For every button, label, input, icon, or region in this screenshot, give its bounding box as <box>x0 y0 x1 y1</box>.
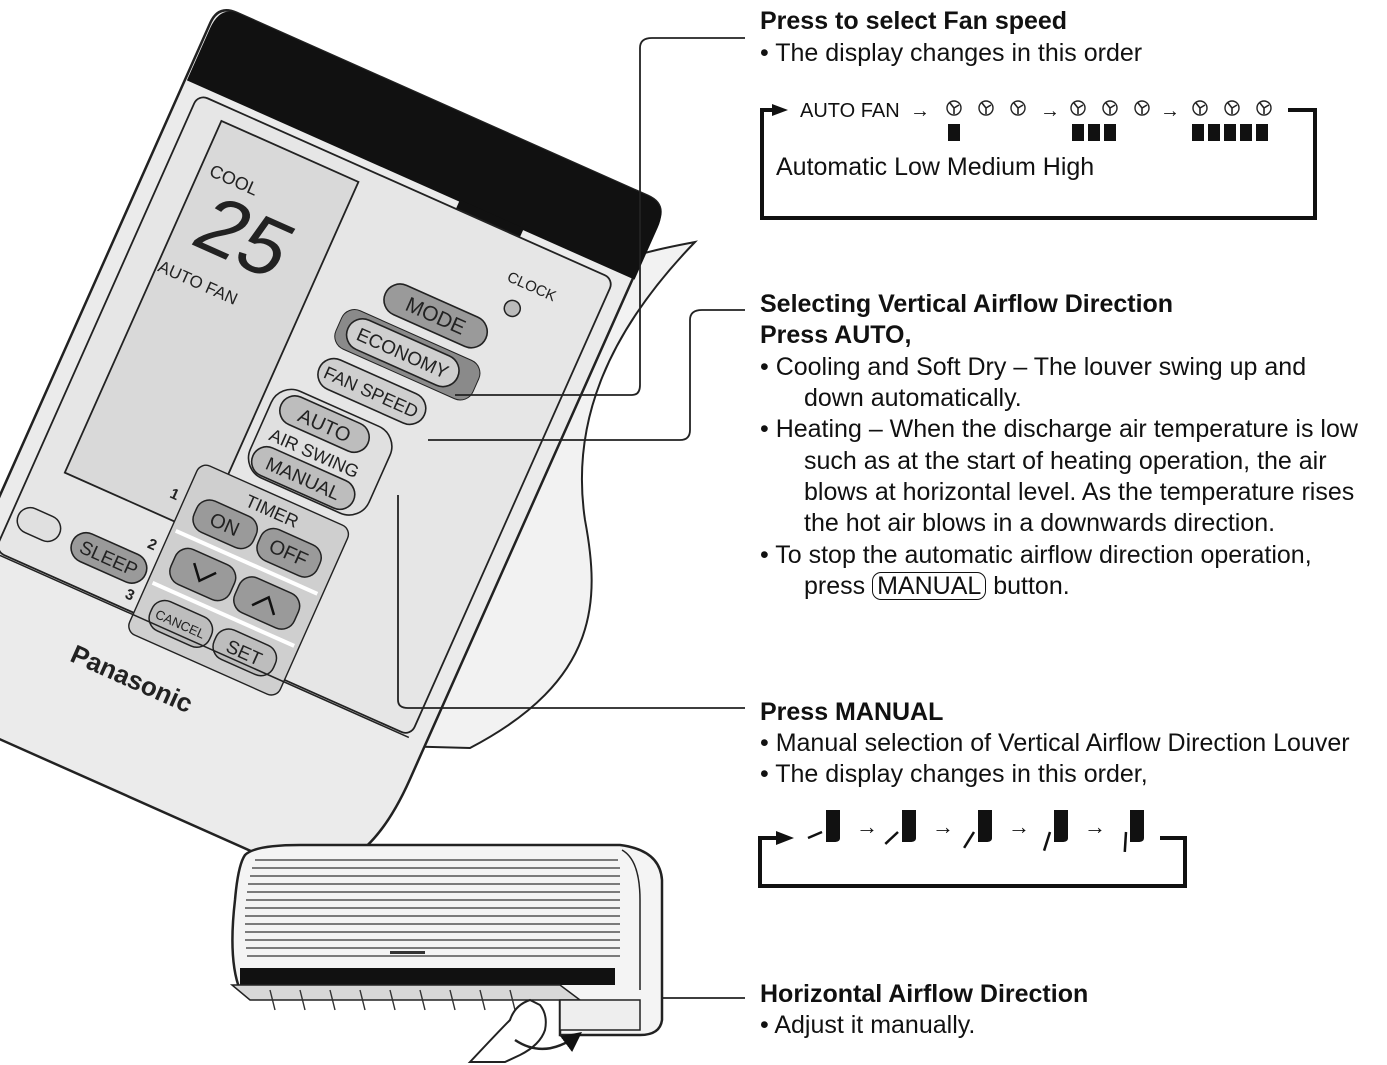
fan-arrow-3: → <box>1160 100 1180 122</box>
vertical-bullet-1b: down automatically. <box>804 384 1022 412</box>
louver-arrow: → <box>1084 814 1106 839</box>
clock-button[interactable] <box>502 298 523 319</box>
vertical-bullet-3b: press MANUAL button. <box>776 571 1070 602</box>
remote-top-band <box>186 11 662 280</box>
timer-down-button[interactable] <box>165 544 240 605</box>
manual-leader <box>397 495 745 709</box>
fan-auto-label: AUTO FAN <box>800 100 900 122</box>
timer-on-button[interactable]: ON <box>189 496 262 553</box>
timer-up-button[interactable] <box>229 572 304 633</box>
hand-icon <box>467 998 547 1063</box>
fan-bar <box>948 124 960 141</box>
fan-speed-bullet: • The display changes in this order <box>760 39 1143 67</box>
fan-bar <box>1072 124 1084 141</box>
auto-leader <box>428 309 745 441</box>
fan-bar <box>1192 124 1204 141</box>
louver-position: → <box>884 810 954 845</box>
manual-bullet-2: • The display changes in this order, <box>760 760 1148 788</box>
vertical-subtitle: Press AUTO, <box>760 321 912 349</box>
fan-speed-title: Press to select Fan speed <box>760 7 1068 35</box>
fan-icons-medium <box>1070 100 1150 116</box>
fan-bar <box>1208 124 1220 141</box>
louver-position <box>1123 810 1144 853</box>
cancel-button[interactable]: CANCEL <box>145 596 217 652</box>
louver-loop <box>758 836 1187 888</box>
button-text: button. <box>993 572 1070 600</box>
horizontal-vanes <box>269 989 516 1011</box>
fan-bar <box>1256 124 1268 141</box>
fan-speed-bars <box>948 124 1268 141</box>
manual-button-inline: MANUAL <box>872 572 987 600</box>
unit-indicator <box>390 951 425 954</box>
fan-arrow-2: → <box>1040 100 1060 122</box>
chevron-up-icon <box>251 595 276 616</box>
vertical-bullet-3a: • To stop the automatic airflow directio… <box>760 541 1312 569</box>
louver-diagram: → → → → <box>758 810 1187 888</box>
lcd-display <box>63 119 360 535</box>
louver-position: → <box>1042 810 1106 852</box>
louver-position: → <box>963 810 1030 849</box>
fan-bar <box>1088 124 1100 141</box>
unit-outlet <box>240 968 615 985</box>
press-text: press <box>804 572 866 600</box>
blank-button[interactable] <box>13 504 65 546</box>
vertical-bullet-2d: the hot air blows in a downwards directi… <box>804 509 1276 537</box>
horizontal-title: Horizontal Airflow Direction <box>760 980 1089 1008</box>
swing-arrow-icon <box>514 1031 582 1053</box>
fan-speed-labels: Automatic Low Medium High <box>776 153 1095 181</box>
vertical-bullet-1a: • Cooling and Soft Dry – The louver swin… <box>760 353 1307 381</box>
vertical-bullet-2b: such as at the start of heating operatio… <box>804 447 1327 475</box>
indoor-unit <box>229 843 664 1063</box>
vertical-bullet-2c: blows at horizontal level. As the temper… <box>804 478 1355 506</box>
fan-bar <box>1224 124 1236 141</box>
manual-bullet-1: • Manual selection of Vertical Airflow D… <box>760 729 1350 757</box>
fan-icons-high <box>1192 100 1272 116</box>
unit-louver <box>229 984 583 1001</box>
fan-speed-leader <box>455 37 745 396</box>
vertical-bullet-2a: • Heating – When the discharge air tempe… <box>760 415 1358 443</box>
fan-speed-loop <box>760 108 1317 220</box>
fan-speed-diagram: AUTO FAN → → → <box>760 100 1317 220</box>
louver-arrow: → <box>1008 814 1030 839</box>
fan-arrow-1: → <box>910 100 930 122</box>
louver-arrow: → <box>932 814 954 839</box>
timer-off-button[interactable]: OFF <box>252 524 325 581</box>
manual-title: Press MANUAL <box>760 698 944 726</box>
vertical-title: Selecting Vertical Airflow Direction <box>760 290 1174 318</box>
fan-bar <box>1104 124 1116 141</box>
fan-bar <box>1240 124 1252 141</box>
horizontal-bullet: • Adjust it manually. <box>760 1011 976 1039</box>
unit-grille <box>245 859 620 957</box>
chevron-down-icon <box>193 562 217 583</box>
louver-position: → <box>807 810 878 842</box>
louver-positions: → → → → <box>807 810 1144 853</box>
louver-arrow: → <box>856 814 878 839</box>
fan-icons-low <box>946 100 1026 116</box>
remote-control: COOL 25 AUTO FAN CLOCK MODE ECONOMY FAN … <box>0 9 662 872</box>
